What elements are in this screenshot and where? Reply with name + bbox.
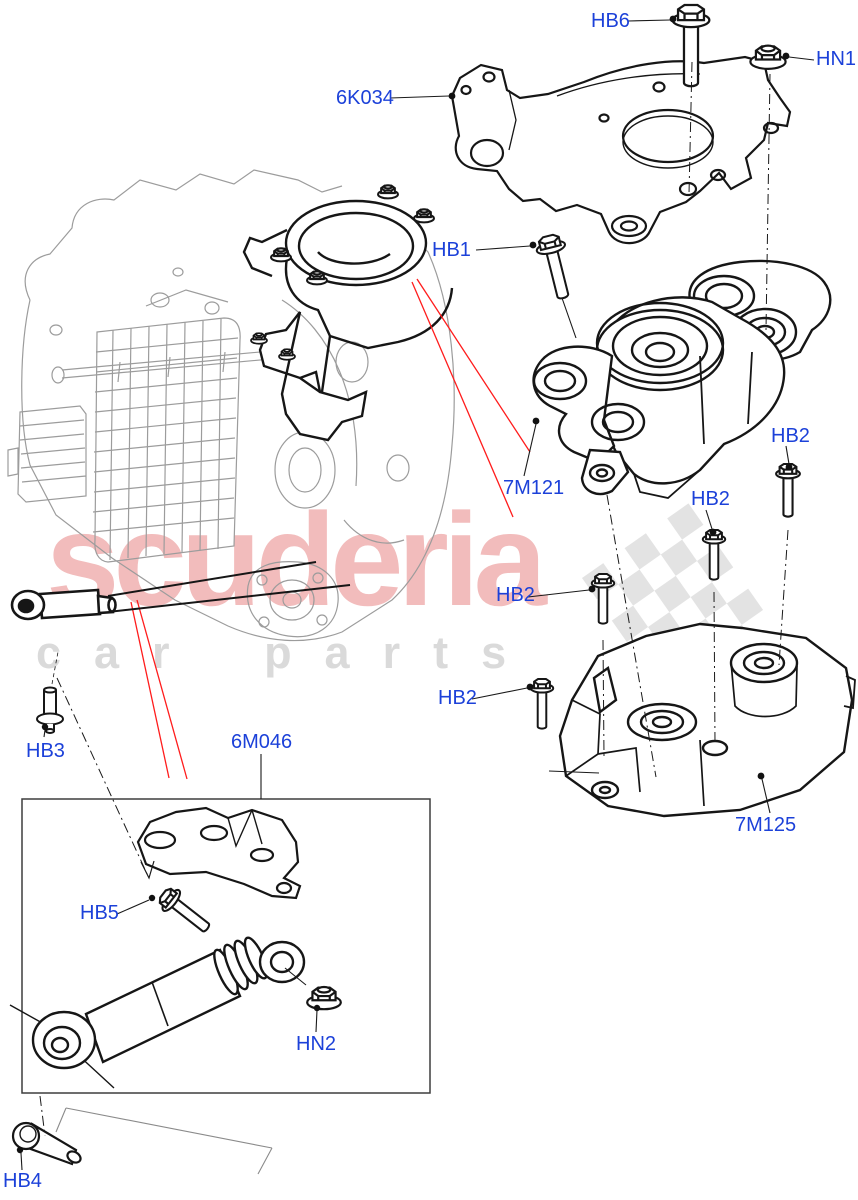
part-label-6k034[interactable]: 6K034: [336, 87, 394, 109]
insitu-mount-drawing: [242, 199, 454, 442]
red-leader-lines: [130, 278, 531, 780]
bolt-hb5-drawing: [154, 882, 217, 940]
leader-dots: [16, 15, 793, 1154]
bolt-hb2-left-drawing: [590, 573, 616, 625]
part-label-hb3[interactable]: HB3: [26, 740, 65, 762]
inset-box: [21, 798, 431, 1094]
bolt-hb1-drawing: [532, 231, 579, 303]
bracket-6K034-drawing: [450, 55, 792, 245]
part-label-7m121[interactable]: 7M121: [503, 477, 565, 499]
part-label-hb2-right[interactable]: HB2: [771, 425, 810, 447]
stud-drawing: [10, 561, 351, 621]
bolt-hb2-lower-drawing: [529, 678, 555, 730]
bracket-6M046-drawing: [136, 806, 302, 900]
assembly-centerlines: [39, 61, 789, 1137]
part-label-hb1[interactable]: HB1: [432, 239, 471, 261]
damper-drawing: [9, 936, 306, 1089]
nut-hn2-drawing: [306, 985, 342, 1011]
bolt-hb3-drawing: [36, 686, 64, 734]
part-label-hn2[interactable]: HN2: [296, 1033, 337, 1055]
part-label-6m046[interactable]: 6M046: [231, 731, 293, 753]
part-label-hb2-lower[interactable]: HB2: [438, 687, 477, 709]
part-label-hn1[interactable]: HN1: [816, 48, 857, 70]
bolt-hb2-right-drawing: [775, 462, 801, 518]
mount-7M121-drawing: [532, 259, 832, 499]
bracket-7M125-drawing: [558, 622, 856, 818]
part-label-hb2-middle[interactable]: HB2: [691, 488, 730, 510]
bolt-hb4-drawing: [11, 1107, 273, 1175]
part-label-hb5[interactable]: HB5: [80, 902, 119, 924]
watermark-tagline: car parts: [36, 627, 540, 678]
nut-hn1-drawing: [749, 44, 787, 70]
part-label-hb2-left[interactable]: HB2: [496, 584, 535, 606]
engine-illustration: [7, 169, 455, 642]
part-label-7m125[interactable]: 7M125: [735, 814, 797, 836]
label-leader-lines: [20, 19, 815, 1171]
arrowhead: [140, 860, 155, 880]
part-label-hb6[interactable]: HB6: [591, 10, 630, 32]
part-label-hb4[interactable]: HB4: [3, 1170, 42, 1192]
